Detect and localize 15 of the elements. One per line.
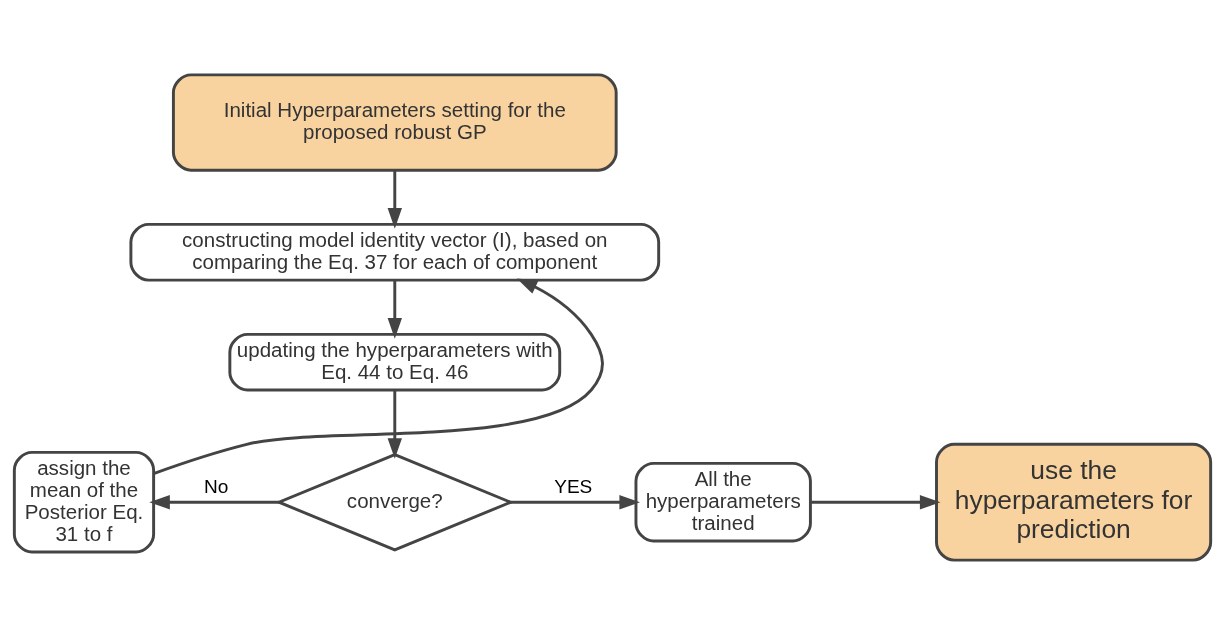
node-box: All the hyperparameters trained [634, 461, 812, 543]
node-box: use the hyperparameters for prediction [935, 442, 1213, 562]
node-box: constructing model identity vector (I), based on comparing the Eq. 37 for each of component [129, 222, 661, 282]
arrow [387, 280, 402, 339]
arrow [511, 495, 640, 510]
edge-label: YES [554, 475, 593, 497]
arrow [810, 495, 941, 510]
arrow [149, 495, 279, 510]
arrow [153, 278, 604, 475]
node-box: assign the mean of the Posterior Eq. 31 to f [12, 450, 156, 554]
edge-label: No [204, 475, 229, 497]
arrow [387, 170, 402, 229]
node-box: Initial Hyperparameters setting for the proposed robust GP [171, 73, 618, 172]
arrow [387, 390, 402, 459]
node-box: updating the hyperparameters with Eq. 44 to Eq. 46 [228, 332, 562, 392]
